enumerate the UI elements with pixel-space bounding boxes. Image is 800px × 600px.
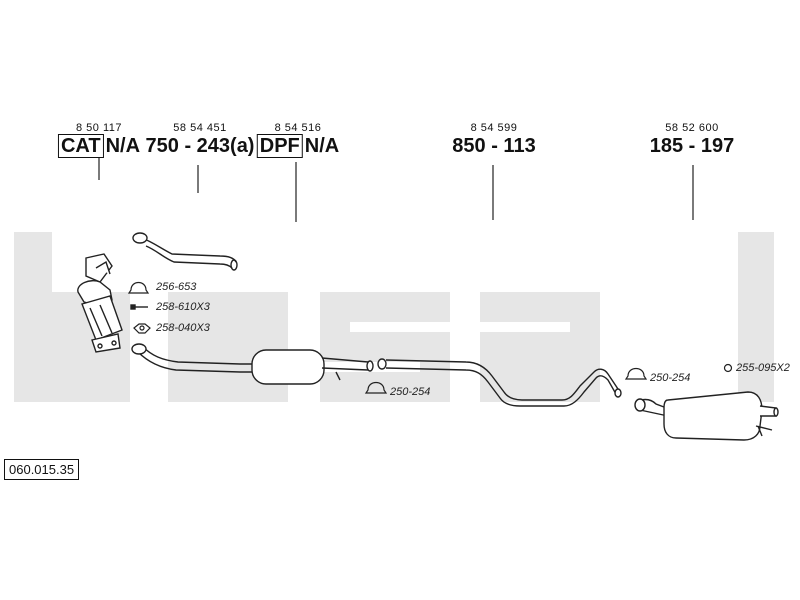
hardware-label-gasket-2: 250-254 [650, 372, 691, 384]
intermediate-pipe [131, 343, 374, 385]
catalytic-converter [77, 253, 123, 353]
nut-icon [133, 323, 151, 334]
part-code: 750 - 243(a) [145, 135, 255, 157]
gasket-icon-2 [624, 367, 648, 380]
leader-lines [98, 158, 694, 222]
hardware-label-bolt: 258-610X3 [156, 301, 210, 313]
hardware-label-mount: 255-095X2 [736, 362, 790, 374]
rear-silencer [634, 391, 779, 441]
hardware-label-nut: 258-040X3 [156, 322, 210, 334]
gasket-icon [364, 381, 388, 394]
hardware-label-gasket: 250-254 [390, 386, 431, 398]
centre-pipe [377, 358, 622, 407]
part-code-text: N/A [105, 135, 141, 157]
part-tag: CAT [57, 134, 104, 158]
part-rear-silencer: 58 52 600 185 - 197 [650, 122, 735, 158]
part-code: 185 - 197 [649, 135, 735, 157]
hardware-label-clamp: 256-653 [156, 281, 197, 293]
part-number: 58 54 451 [173, 122, 227, 134]
part-centre-pipe: 8 54 599 850 - 113 [452, 122, 535, 158]
rubber-mount-icon [723, 363, 733, 373]
part-number: 8 54 599 [470, 122, 518, 134]
part-number: 8 54 516 [274, 122, 322, 134]
part-code: 850 - 113 [452, 135, 536, 157]
bolt-icon [130, 304, 148, 310]
front-pipe [132, 232, 238, 271]
part-number: 58 52 600 [665, 122, 719, 134]
clamp-icon [127, 281, 150, 294]
part-number: 8 50 117 [75, 122, 123, 134]
reference-number: 060.015.35 [4, 459, 80, 480]
part-tag: DPF [256, 134, 303, 158]
part-code-text: N/A [304, 135, 340, 157]
part-front-pipe: 58 54 451 750 - 243(a) [146, 122, 255, 158]
